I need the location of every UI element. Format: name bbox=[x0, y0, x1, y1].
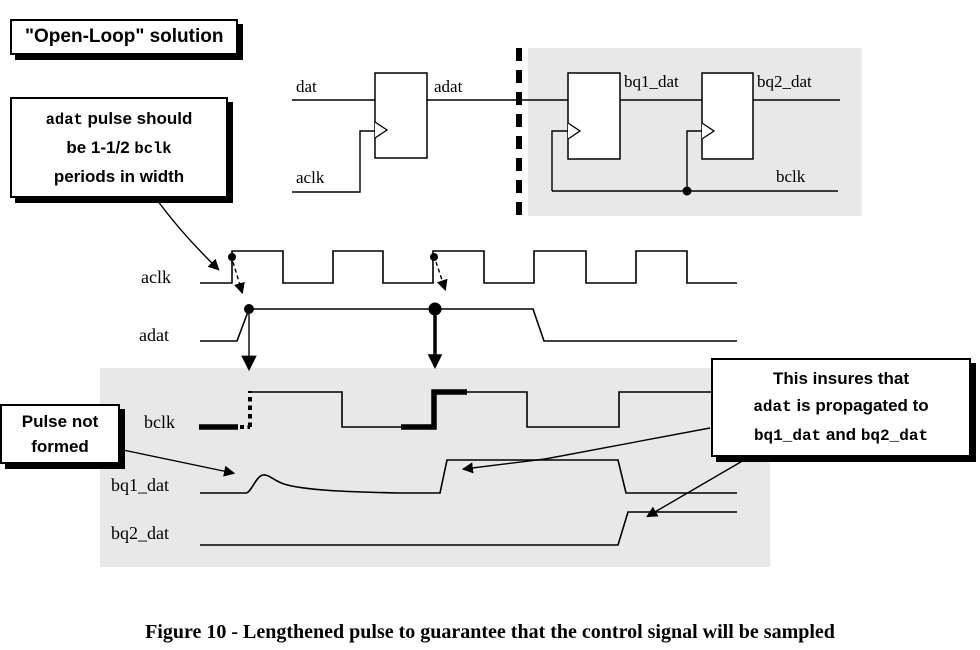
circuit-label-bq1-dat: bq1_dat bbox=[624, 72, 679, 91]
clock-triangle-ff2 bbox=[567, 122, 582, 140]
bclk-waveform-thin bbox=[252, 391, 737, 428]
insures-line-3: bq1_dat and bq2_dat bbox=[753, 425, 929, 445]
pulse-not-formed-line-1: Pulse not bbox=[21, 412, 99, 431]
circuit-label-bclk: bclk bbox=[776, 167, 806, 186]
arrow-pulse-not-formed-to-glitch bbox=[122, 449, 236, 477]
arrow-aclk-to-adat-1 bbox=[232, 261, 245, 295]
clock-triangle-ff3 bbox=[701, 122, 716, 140]
arrow-insures-to-bq1-rise bbox=[461, 427, 711, 474]
adat-edge-dot-2 bbox=[428, 302, 442, 316]
bclk-junction-dot bbox=[682, 186, 692, 196]
clock-triangle-ff1 bbox=[374, 121, 389, 139]
adat-waveform bbox=[200, 308, 737, 342]
bq1-dat-waveform bbox=[200, 459, 737, 494]
arrow-insures-to-bq2-rise bbox=[646, 455, 752, 518]
circuit-label-dat: dat bbox=[296, 77, 317, 96]
callout-insures-propagation: This insures that adat is propagated to … bbox=[711, 358, 971, 457]
timing-label-bclk: bclk bbox=[144, 412, 175, 432]
aclk-edge-dot-1 bbox=[228, 253, 236, 261]
callout-pulse-not-formed: Pulse not formed bbox=[0, 404, 120, 464]
callout-open-loop-solution: "Open-Loop" solution bbox=[10, 19, 239, 55]
aclk-waveform bbox=[200, 250, 737, 284]
pulse-width-line-1: adat pulse should bbox=[45, 109, 193, 129]
circuit-label-aclk: aclk bbox=[296, 168, 325, 187]
circuit-label-adat: adat bbox=[434, 77, 463, 96]
insures-line-2: adat is propagated to bbox=[753, 396, 929, 416]
pulse-not-formed-line-2: formed bbox=[31, 437, 89, 456]
wire-bclk-to-ff2 bbox=[551, 130, 568, 191]
aclk-edge-dot-2 bbox=[430, 253, 438, 261]
timing-label-adat: adat bbox=[139, 325, 169, 345]
timing-label-bq2-dat: bq2_dat bbox=[111, 523, 169, 543]
flipflop-bq1 bbox=[567, 72, 621, 160]
bq2-dat-waveform bbox=[200, 511, 737, 546]
figure-caption: Figure 10 - Lengthened pulse to guarante… bbox=[145, 621, 835, 643]
wire-aclk bbox=[292, 130, 375, 193]
bclk-thick-edge-2 bbox=[401, 389, 467, 430]
timing-label-aclk: aclk bbox=[141, 267, 171, 287]
insures-line-1: This insures that bbox=[772, 369, 910, 388]
wire-bclk-to-ff3 bbox=[686, 130, 702, 191]
timing-label-bq1-dat: bq1_dat bbox=[111, 475, 169, 495]
flipflop-aclk bbox=[374, 72, 428, 159]
circuit-label-bq2-dat: bq2_dat bbox=[757, 72, 812, 91]
adat-edge-dot-1 bbox=[244, 304, 254, 314]
pulse-width-line-3: periods in width bbox=[53, 167, 185, 186]
open-loop-title: "Open-Loop" solution bbox=[25, 26, 224, 47]
pulse-width-line-2: be 1-1/2 bclk bbox=[66, 138, 172, 158]
callout-adat-pulse-width: adat pulse should be 1-1/2 bclk periods … bbox=[10, 97, 228, 198]
arrow-pulse-width-to-aclk bbox=[154, 196, 220, 271]
arrow-aclk-to-adat-2 bbox=[435, 261, 448, 292]
flipflop-bq2 bbox=[701, 72, 754, 160]
